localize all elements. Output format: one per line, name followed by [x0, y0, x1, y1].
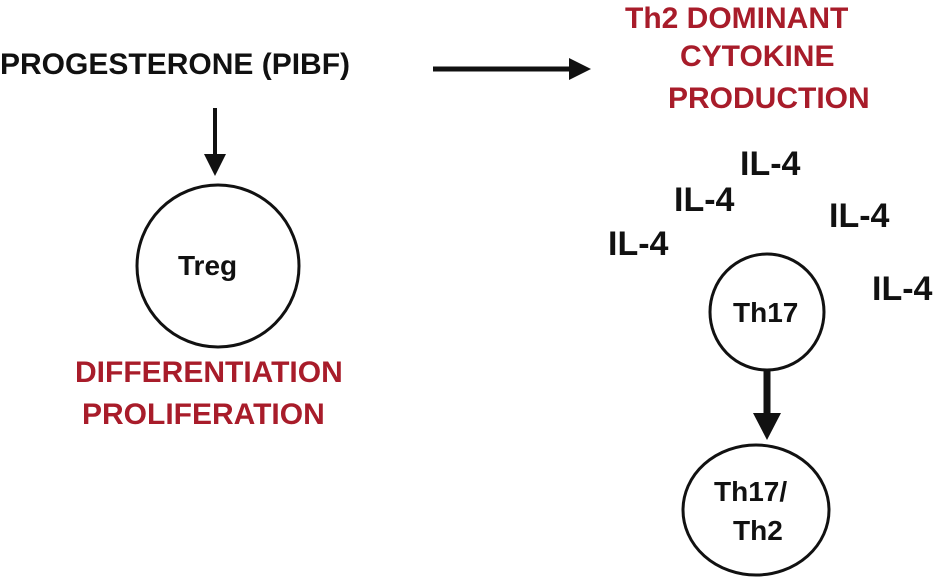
th17-th2-label-line2: Th2 [733, 515, 783, 546]
th17-cell-ellipse [708, 252, 826, 372]
progesterone-label: PROGESTERONE (PIBF) [0, 48, 351, 81]
th2-heading-line2: CYTOKINE [680, 40, 835, 73]
treg-label: Treg [178, 250, 238, 281]
th2-heading-line3: PRODUCTION [668, 82, 870, 115]
treg-effect-proliferation: PROLIFERATION [82, 398, 325, 431]
cytokine-label: IL-4 [740, 145, 801, 183]
th17-label: Th17 [733, 297, 799, 328]
th2-heading-line1: Th2 DOMINANT [625, 2, 849, 35]
arrow-progesterone-to-treg [204, 108, 226, 176]
cytokine-label: IL-4 [829, 197, 890, 235]
cytokine-label: IL-4 [608, 225, 669, 263]
cytokine-label: IL-4 [872, 270, 933, 308]
treg-effect-differentiation: DIFFERENTIATION [75, 356, 343, 389]
cytokine-label: IL-4 [674, 181, 735, 219]
arrow-th17-to-th17-th2 [753, 371, 781, 440]
treg-cell-circle [135, 183, 301, 349]
th17-th2-cell-ellipse [681, 443, 831, 577]
th17-th2-label-line1: Th17/ [714, 476, 788, 507]
arrow-progesterone-to-th2 [433, 58, 591, 80]
